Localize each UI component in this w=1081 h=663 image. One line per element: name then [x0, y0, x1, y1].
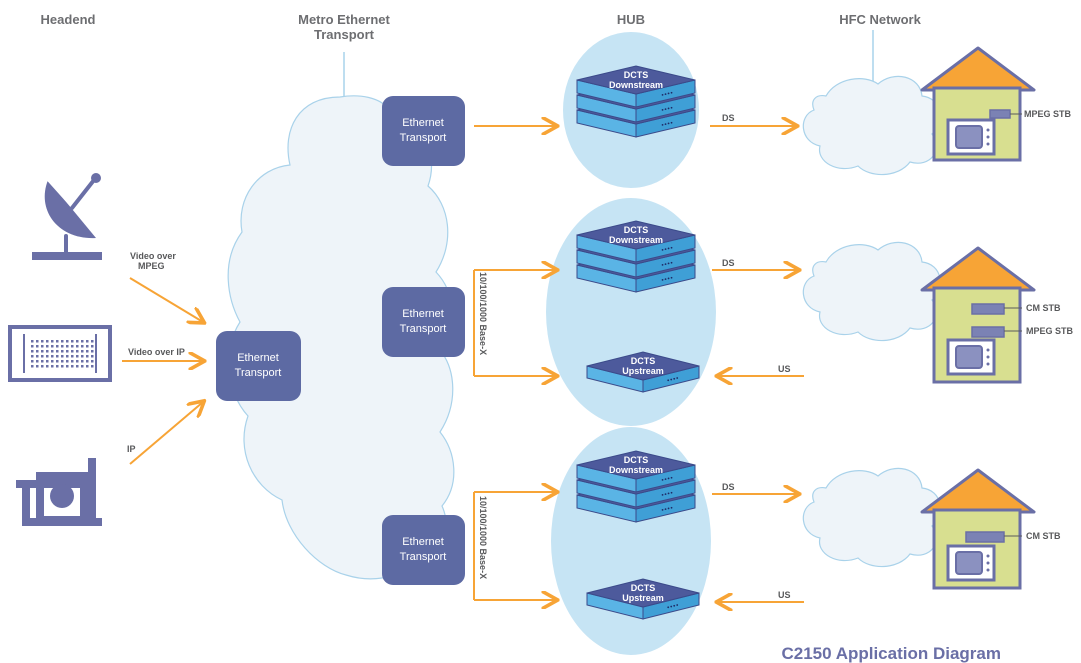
- label-video-ip: Video over IP: [128, 347, 185, 357]
- svg-text:Transport: Transport: [400, 551, 447, 563]
- diagram-title: C2150 Application Diagram: [782, 644, 1002, 663]
- label-mpeg-stb-2: MPEG STB: [1026, 326, 1074, 336]
- ethernet-transport-box-3: Ethernet Transport: [382, 515, 465, 585]
- dcts-downstream-label-3: DCTS: [624, 455, 649, 465]
- hfc-cloud-3: [802, 467, 941, 568]
- header-hub: HUB: [617, 12, 645, 27]
- ethernet-transport-box-2: Ethernet Transport: [382, 287, 465, 357]
- label-cm-stb-3: CM STB: [1026, 531, 1061, 541]
- house-3: CM STB: [920, 468, 1061, 590]
- ethernet-transport-box-1: Ethernet Transport: [382, 96, 465, 166]
- dcts-upstream-sublabel-3: Upstream: [622, 593, 664, 603]
- svg-text:Transport: Transport: [400, 132, 447, 144]
- label-base-x-1: 10/100/1000 Base-X: [478, 272, 488, 355]
- house-2: CM STB MPEG STB: [920, 246, 1074, 384]
- header-hfc: HFC Network: [839, 12, 921, 27]
- dcts-downstream-label-2: DCTS: [624, 225, 649, 235]
- arrow-ip: [129, 402, 203, 465]
- hfc-cloud-2: [802, 241, 941, 342]
- dcts-upstream-sublabel-2: Upstream: [622, 366, 664, 376]
- header-metro-line2: Transport: [314, 27, 375, 42]
- dcts-upstream-label-2: DCTS: [631, 356, 656, 366]
- dcts-upstream-label-3: DCTS: [631, 583, 656, 593]
- svg-text:Ethernet: Ethernet: [402, 117, 444, 129]
- label-video-mpeg-line1: Video over: [130, 251, 176, 261]
- svg-text:Ethernet: Ethernet: [402, 308, 444, 320]
- header-headend: Headend: [41, 12, 96, 27]
- label-ds-3: DS: [722, 482, 735, 492]
- dcts-downstream-sublabel-3: Downstream: [609, 465, 663, 475]
- label-ip: IP: [127, 444, 136, 454]
- satellite-dish-icon: [32, 173, 102, 260]
- svg-text:Ethernet: Ethernet: [402, 536, 444, 548]
- svg-text:Ethernet: Ethernet: [237, 352, 279, 364]
- label-video-mpeg-line2: MPEG: [138, 261, 165, 271]
- label-us-2: US: [778, 364, 791, 374]
- video-server-icon: [8, 325, 112, 382]
- svg-text:Transport: Transport: [400, 323, 447, 335]
- dcts-downstream-label-1: DCTS: [624, 70, 649, 80]
- header-metro-line1: Metro Ethernet: [298, 12, 390, 27]
- ip-source-icon: [16, 458, 102, 526]
- ethernet-transport-box-main: Ethernet Transport: [216, 331, 301, 401]
- label-mpeg-stb-1: MPEG STB: [1024, 109, 1072, 119]
- dcts-downstream-sublabel-2: Downstream: [609, 235, 663, 245]
- label-cm-stb-2: CM STB: [1026, 303, 1061, 313]
- hfc-cloud-1: [802, 30, 941, 176]
- svg-text:Transport: Transport: [235, 367, 282, 379]
- label-ds-1: DS: [722, 113, 735, 123]
- dcts-downstream-sublabel-1: Downstream: [609, 80, 663, 90]
- label-base-x-2: 10/100/1000 Base-X: [478, 496, 488, 579]
- label-us-3: US: [778, 590, 791, 600]
- label-ds-2: DS: [722, 258, 735, 268]
- house-1: MPEG STB: [920, 46, 1072, 162]
- arrow-video-mpeg: [129, 277, 203, 322]
